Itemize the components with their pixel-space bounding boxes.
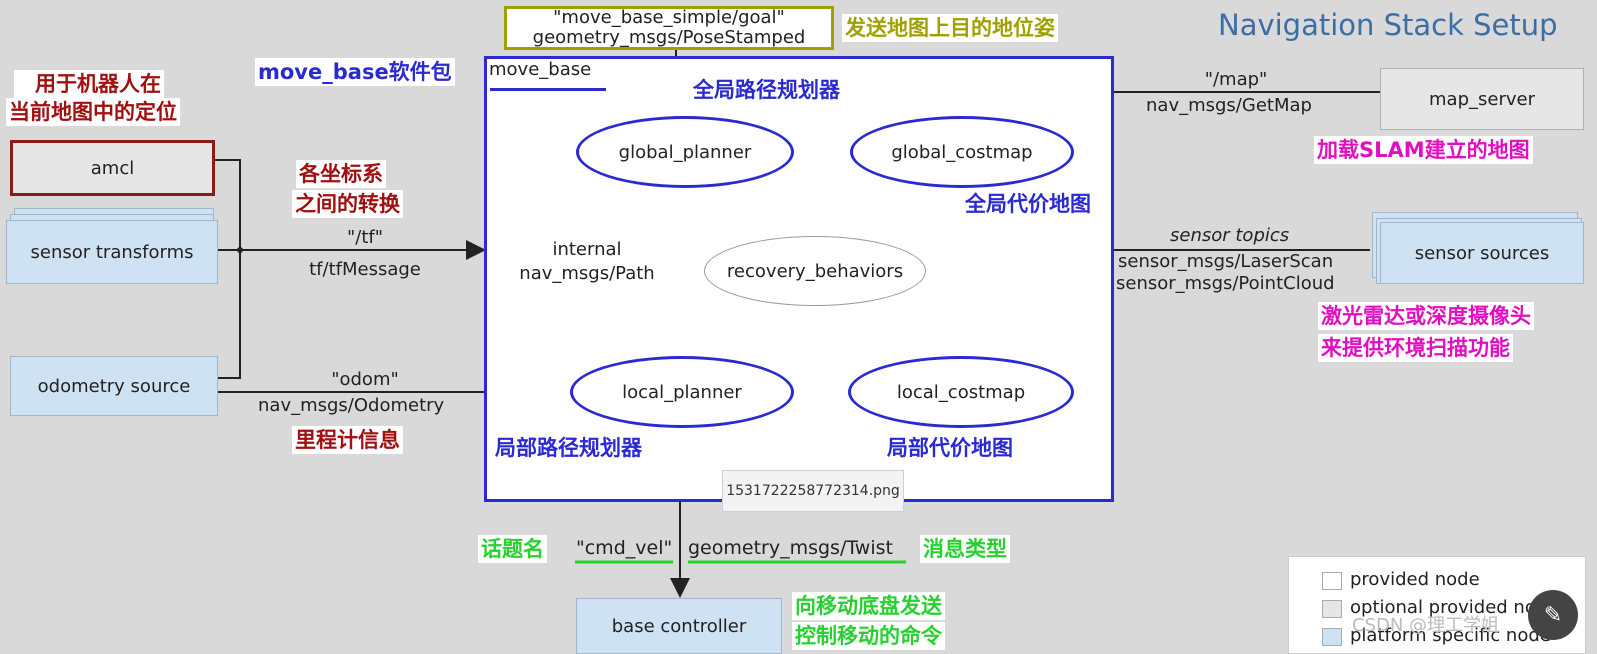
laser-msg: sensor_msgs/LaserScan	[1118, 251, 1334, 272]
cloud-msg: sensor_msgs/PointCloud	[1116, 273, 1335, 294]
amcl-annotation-line2: 当前地图中的定位	[6, 98, 180, 126]
map-msg: nav_msgs/GetMap	[1146, 95, 1312, 116]
local-costmap-node[interactable]: local_costmap	[848, 356, 1074, 428]
goal-annotation: 发送地图上目的地位姿	[842, 14, 1058, 42]
watermark-text: CSDN @理工学姐	[1352, 615, 1500, 636]
map-server-annotation: 加载SLAM建立的地图	[1314, 136, 1533, 164]
odometry-source-node[interactable]: odometry source	[10, 356, 218, 416]
move-base-label: move_base	[489, 59, 592, 80]
odom-msg: nav_msgs/Odometry	[258, 395, 445, 416]
sensor-transforms-node[interactable]: sensor transforms	[6, 220, 218, 284]
legend-swatch-optional	[1322, 600, 1342, 618]
local-costmap-annotation: 局部代价地图	[887, 436, 1013, 460]
internal-label: internal	[552, 239, 622, 260]
twist-msg: geometry_msgs/Twist	[688, 537, 893, 559]
cmd-vel-topic: "cmd_vel"	[576, 537, 673, 559]
recovery-behaviors-node[interactable]: recovery_behaviors	[704, 236, 926, 306]
map-server-node[interactable]: map_server	[1380, 68, 1584, 130]
topic-name-annotation: 话题名	[478, 535, 547, 563]
diagram-title: Navigation Stack Setup	[1218, 8, 1558, 42]
move-base-annotation: move_base软件包	[255, 58, 455, 86]
msg-type-annotation: 消息类型	[920, 535, 1010, 563]
move-base-underline	[490, 88, 606, 91]
amcl-node[interactable]: amcl	[10, 140, 215, 196]
map-topic: "/map"	[1204, 69, 1268, 90]
legend-optional: optional provided node	[1350, 597, 1559, 618]
tf-annotation-line1: 各坐标系	[296, 160, 386, 188]
sensor-annotation-line1: 激光雷达或深度摄像头	[1318, 302, 1534, 330]
odom-topic: "odom"	[331, 369, 399, 390]
floating-tool-icon[interactable]: ✎	[1528, 590, 1578, 640]
amcl-annotation-text1: 用于机器人在	[35, 72, 161, 96]
global-planner-node[interactable]: global_planner	[576, 116, 794, 188]
legend-swatch-platform	[1322, 628, 1342, 646]
amcl-annotation-line1: 用于机器人在	[14, 70, 164, 98]
sensor-topics-label: sensor topics	[1170, 225, 1290, 246]
base-controller-node[interactable]: base controller	[576, 598, 782, 654]
legend-platform: platform specific node	[1350, 625, 1551, 646]
tf-annotation-line2: 之间的转换	[292, 190, 403, 218]
goal-topic: "move_base_simple/goal"	[553, 7, 785, 28]
global-planner-annotation: 全局路径规划器	[693, 78, 840, 102]
global-costmap-node[interactable]: global_costmap	[850, 116, 1074, 188]
path-msg-label: nav_msgs/Path	[519, 263, 655, 284]
legend-provided: provided node	[1350, 569, 1480, 590]
sensor-annotation-line2: 来提供环境扫描功能	[1318, 334, 1513, 362]
legend-swatch-provided	[1322, 572, 1342, 590]
goal-topic-box: "move_base_simple/goal" geometry_msgs/Po…	[504, 6, 834, 50]
tf-topic: "/tf"	[346, 227, 384, 248]
tf-msg: tf/tfMessage	[309, 259, 421, 280]
goal-msg: geometry_msgs/PoseStamped	[532, 27, 806, 48]
base-annotation-line1: 向移动底盘发送	[792, 592, 945, 620]
global-costmap-annotation: 全局代价地图	[965, 192, 1091, 216]
local-planner-annotation: 局部路径规划器	[495, 436, 642, 460]
base-annotation-line2: 控制移动的命令	[792, 622, 945, 650]
local-planner-node[interactable]: local_planner	[570, 356, 794, 428]
sensor-sources-node[interactable]: sensor sources	[1380, 222, 1584, 284]
odom-annotation: 里程计信息	[292, 426, 403, 454]
image-caption: 1531722258772314.png	[722, 470, 904, 512]
